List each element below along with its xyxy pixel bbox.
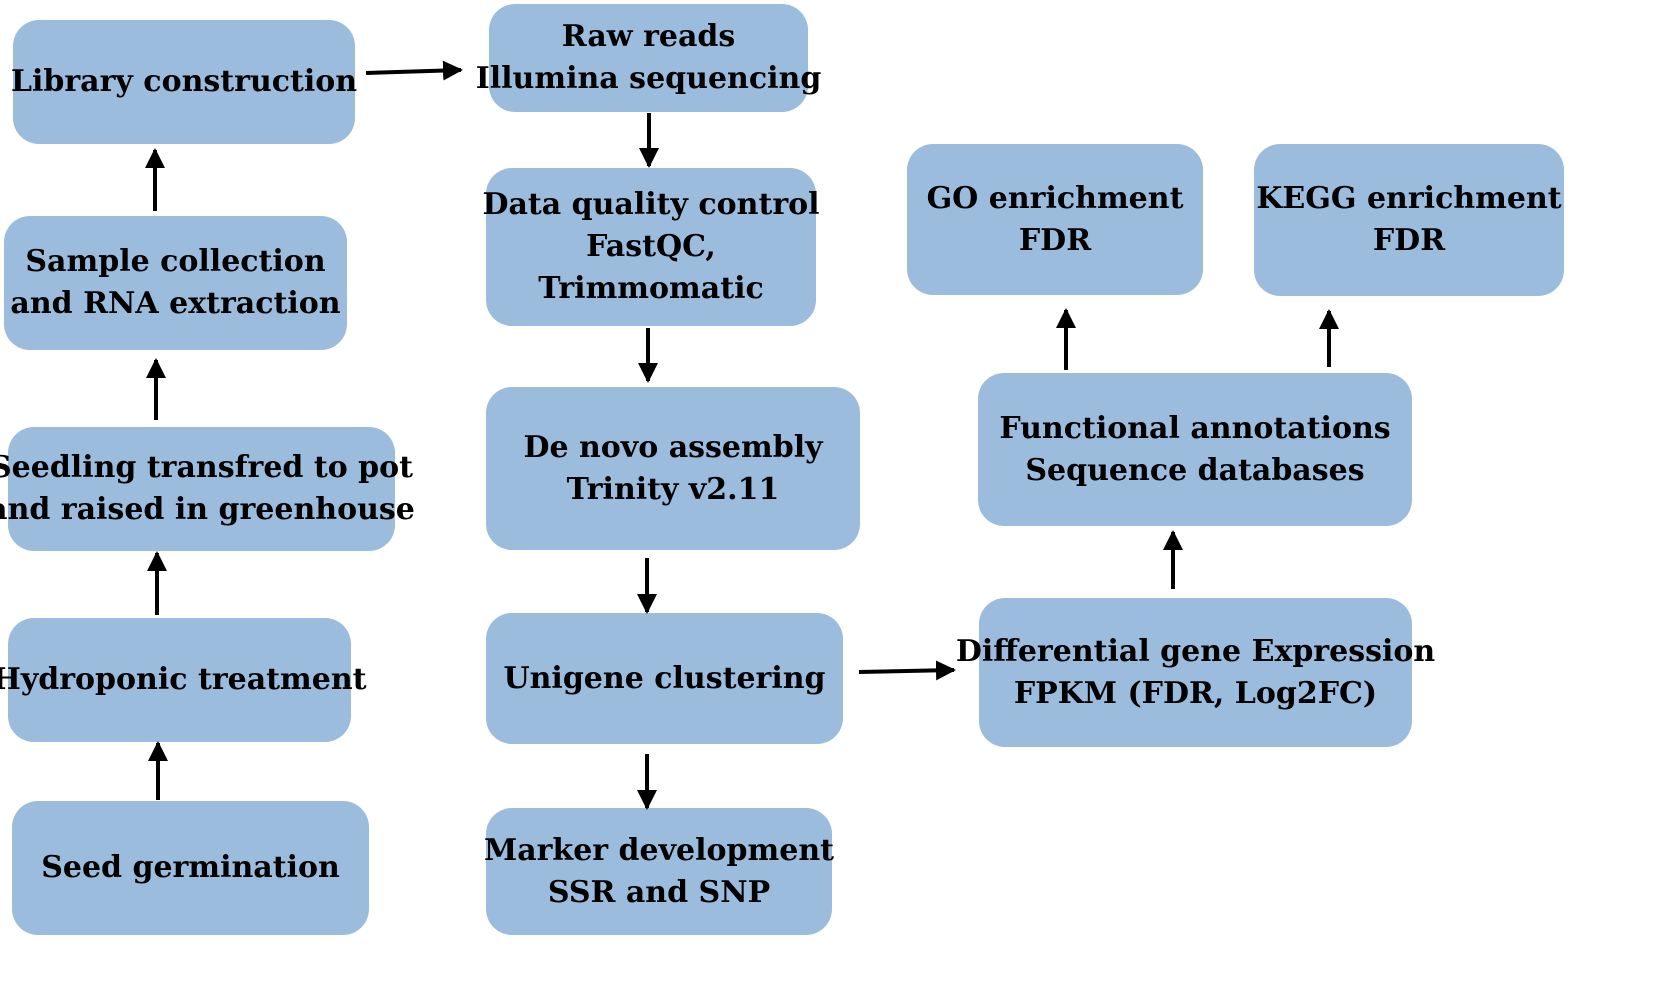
node-label-line: De novo assembly — [523, 429, 823, 465]
node-label-line: Sequence databases — [1025, 452, 1365, 488]
node-label-line: FPKM (FDR, Log2FC) — [1013, 675, 1378, 711]
node-seed-germination: Seed germination — [12, 801, 369, 935]
node-seedling-transfer: Seedling transfred to pot and raised in g… — [0, 427, 415, 551]
node-label-line: Data quality control — [482, 187, 820, 222]
node-label-line: Functional annotations — [999, 410, 1391, 446]
node-label-line: Sample collection — [25, 244, 326, 279]
node-label-line: Seedling transfred to pot — [0, 450, 414, 485]
node-label-line: Hydroponic treatment — [0, 662, 367, 697]
node-unigene-clustering: Unigene clustering — [486, 613, 843, 744]
node-label-line: and raised in greenhouse — [0, 492, 415, 527]
node-label-line: FastQC, — [586, 229, 716, 264]
node-label-line: Seed germination — [41, 850, 340, 885]
node-label-line: Differential gene Expression — [955, 633, 1436, 669]
node-label-line: and RNA extraction — [10, 286, 341, 321]
node-label-line: Library construction — [10, 64, 358, 99]
node-label-line: KEGG enrichment — [1256, 181, 1562, 216]
node-label-line: Illumina sequencing — [475, 61, 822, 96]
node-label-line: GO enrichment — [926, 180, 1184, 216]
node-label-line: Unigene clustering — [503, 660, 826, 696]
node-label-line: FDR — [1018, 222, 1092, 258]
node-label-line: Raw reads — [561, 19, 736, 54]
arrow-library-to-rawreads — [365, 60, 463, 81]
node-label-line: FDR — [1372, 223, 1446, 258]
node-hydroponic-treatment: Hydroponic treatment — [0, 618, 367, 742]
node-label-line: Trinity v2.11 — [566, 471, 780, 507]
node-sample-collection: Sample collection and RNA extraction — [4, 216, 347, 350]
node-label-line: SSR and SNP — [547, 874, 771, 910]
node-label-line: Trimmomatic — [538, 271, 764, 306]
node-library-construction: Library construction — [10, 20, 358, 144]
node-label-line: Marker development — [483, 832, 835, 868]
arrow-unigene-to-differential — [858, 660, 956, 681]
